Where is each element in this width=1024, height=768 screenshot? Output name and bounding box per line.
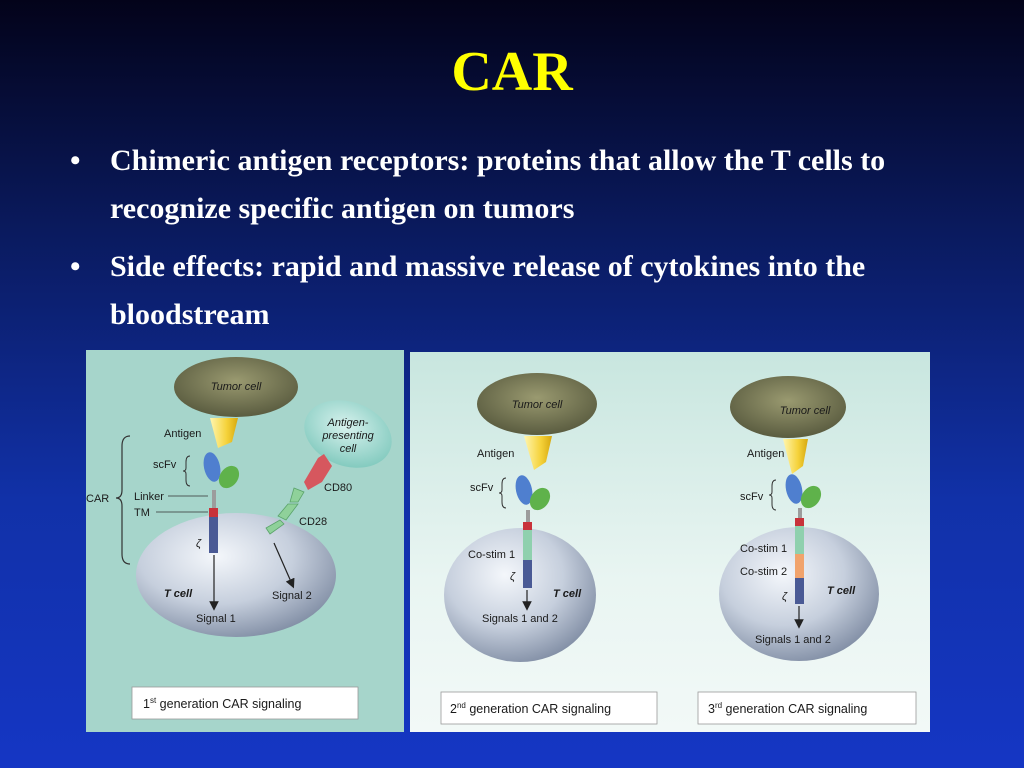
- costim1-segment-second: [523, 530, 532, 560]
- bullet-text: Side effects: rapid and massive release …: [110, 243, 970, 339]
- bullet-marker: •: [70, 243, 81, 291]
- bullet-item-1: • Chimeric antigen receptors: proteins t…: [70, 137, 970, 233]
- scfv-label-second: scFv: [470, 482, 494, 494]
- zeta-label-third: ζ: [782, 591, 788, 603]
- scfv-bracket-third: [769, 480, 776, 510]
- first-generation-panel: Tumor cell Antigen scFv ζ CAR Linker TM …: [86, 350, 404, 732]
- costim2-label-third: Co-stim 2: [740, 566, 787, 578]
- antigen-label: Antigen: [164, 428, 201, 440]
- antigen-shape: [210, 418, 238, 448]
- costim1-segment-third: [795, 526, 804, 554]
- tm-segment: [209, 508, 218, 517]
- signals-label-third: Signals 1 and 2: [755, 634, 831, 646]
- signals-label-second: Signals 1 and 2: [482, 613, 558, 625]
- tumor-cell-label-third: Tumor cell: [780, 405, 831, 417]
- scfv-bracket: [183, 456, 190, 486]
- zeta-chain-second: [523, 560, 532, 588]
- apc-label-line1: Antigen-: [327, 417, 369, 429]
- signal1-label: Signal 1: [196, 613, 236, 625]
- costim2-segment-third: [795, 554, 804, 578]
- zeta-label: ζ: [196, 538, 202, 550]
- t-cell-label-third: T cell: [827, 585, 856, 597]
- linker-segment-third: [798, 508, 802, 518]
- caption-first-generation: 1st generation CAR signaling: [143, 696, 301, 711]
- caption-third-generation: 3rd generation CAR signaling: [708, 701, 867, 716]
- slide-title: CAR: [0, 40, 1024, 104]
- t-cell-label-second: T cell: [553, 588, 582, 600]
- tm-segment-third: [795, 518, 804, 526]
- zeta-label-second: ζ: [510, 571, 516, 583]
- second-third-generation-panel: Tumor cell Antigen scFv Co-stim 1 ζ T ce…: [410, 352, 930, 732]
- tumor-cell-label: Tumor cell: [211, 381, 262, 393]
- linker-segment: [212, 490, 216, 508]
- linker-label: Linker: [134, 491, 164, 503]
- costim1-label-third: Co-stim 1: [740, 543, 787, 555]
- antigen-label-third: Antigen: [747, 448, 784, 460]
- scfv-label-third: scFv: [740, 491, 764, 503]
- antigen-shape-third: [783, 439, 808, 474]
- car-label: CAR: [86, 493, 109, 505]
- t-cell: [136, 513, 336, 637]
- antigen-label-second: Antigen: [477, 448, 514, 460]
- car-bracket: [116, 436, 130, 564]
- zeta-chain: [209, 517, 218, 553]
- bullet-marker: •: [70, 137, 81, 185]
- antigen-shape-second: [524, 436, 552, 470]
- zeta-chain-third: [795, 578, 804, 604]
- tm-label: TM: [134, 507, 150, 519]
- second-third-generation-diagram: Tumor cell Antigen scFv Co-stim 1 ζ T ce…: [410, 352, 930, 732]
- t-cell-label: T cell: [164, 588, 193, 600]
- bullet-item-2: • Side effects: rapid and massive releas…: [70, 243, 970, 339]
- apc-label-line2: presenting: [321, 430, 374, 442]
- cd80-label: CD80: [324, 482, 352, 494]
- apc-label-line3: cell: [340, 443, 357, 455]
- costim1-label-second: Co-stim 1: [468, 549, 515, 561]
- scfv-bracket-second: [499, 478, 506, 508]
- scfv-label: scFv: [153, 459, 177, 471]
- linker-segment-second: [526, 510, 530, 522]
- first-generation-diagram: Tumor cell Antigen scFv ζ CAR Linker TM …: [86, 350, 404, 732]
- tm-segment-second: [523, 522, 532, 530]
- cd28-label: CD28: [299, 516, 327, 528]
- signal2-label: Signal 2: [272, 590, 312, 602]
- tumor-cell-label-second: Tumor cell: [512, 399, 563, 411]
- caption-second-generation: 2nd generation CAR signaling: [450, 701, 611, 716]
- bullet-text: Chimeric antigen receptors: proteins tha…: [110, 137, 970, 233]
